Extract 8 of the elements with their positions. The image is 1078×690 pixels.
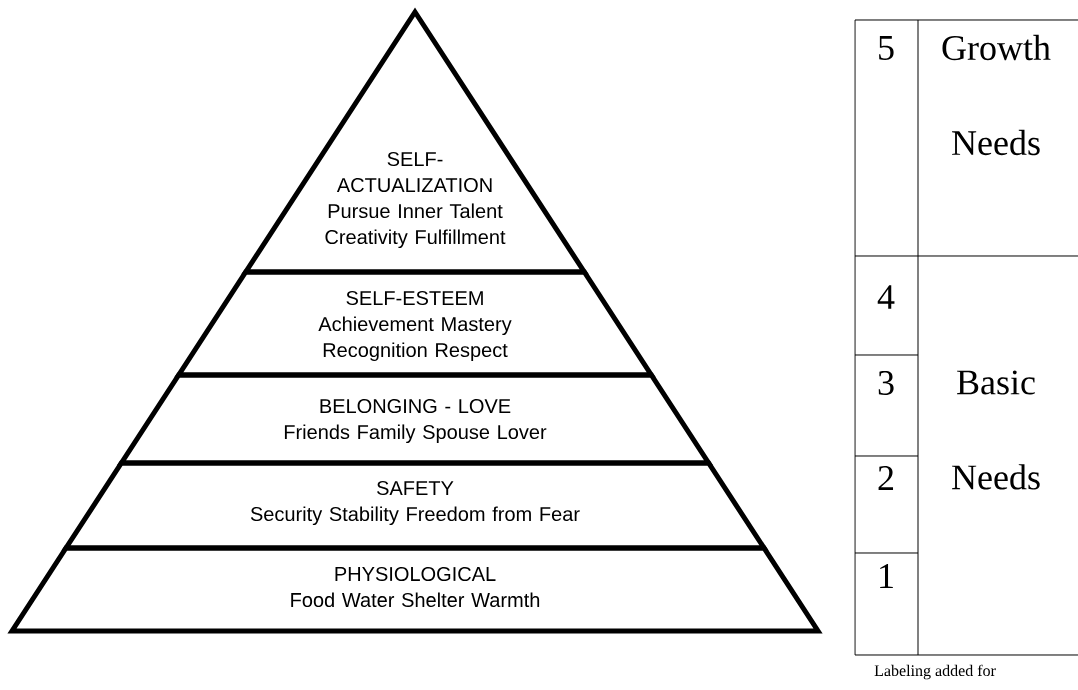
level-number: 3 [878, 370, 894, 396]
level-number: 2 [878, 466, 893, 490]
level-number: 5 [879, 36, 894, 60]
note: Labeling added for [874, 664, 996, 680]
group-label: Basic Needs [952, 370, 1040, 490]
group-label: Growth Needs [942, 34, 1051, 156]
level-number: 1 [880, 564, 893, 588]
level-number: 4 [877, 285, 895, 309]
